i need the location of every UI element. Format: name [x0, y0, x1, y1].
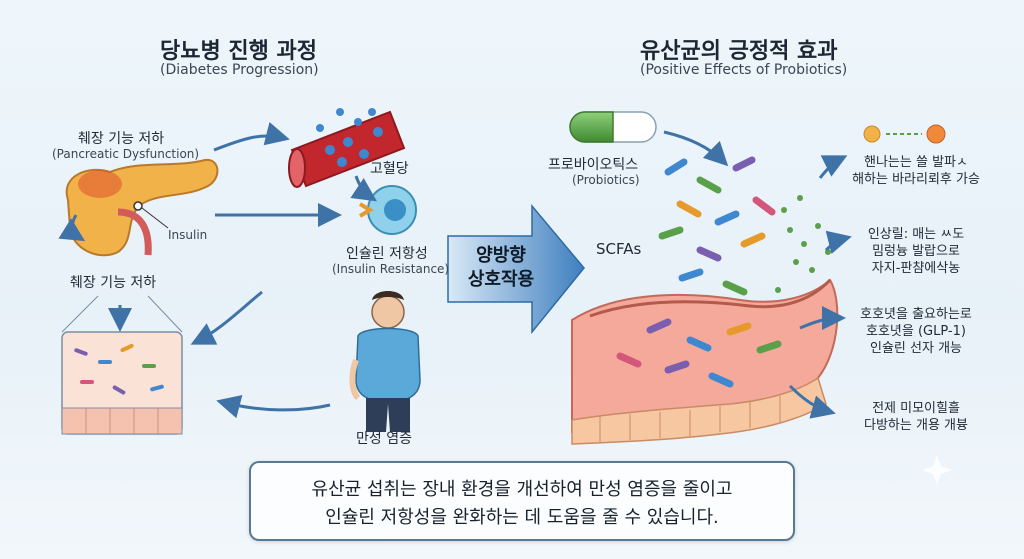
scfas-label: SCFAs	[596, 240, 642, 258]
effect-text-4: 전제 미모이힐흘 다방하는 개용 개븅	[846, 400, 986, 434]
effect-2-line-1: 인상릴: 매는 ㅆ도	[867, 227, 965, 242]
cell-icon	[358, 185, 417, 235]
summary-line-2: 인슐린 저항성을 완화하는 데 도움을 줄 수 있습니다.	[325, 507, 719, 528]
effect-1-line-1: 핸나는는 쓸 발파ㅅ	[864, 155, 968, 170]
effect-2-line-2: 밈렁늉 발랍으로	[872, 244, 960, 259]
effect-1-line-2: 해하는 바라리뢰후 가승	[852, 172, 980, 187]
probiotics-label-en: (Probiotics)	[572, 173, 640, 187]
effect-text-3: 호호녓을 출요하는로 호호녓을 (GLP-1) 인슐린 선자 개능	[846, 306, 986, 357]
effect-4-line-1: 전제 미모이힐흘	[872, 401, 960, 416]
effect-text-1: 핸나는는 쓸 발파ㅅ 해하는 바라리뢰후 가승	[846, 154, 986, 188]
resistance-label-en: (Insulin Resistance)	[332, 262, 450, 276]
left-title: 당뇨병 진행 과정	[160, 39, 317, 64]
hyperglycemia-label: 고혈당	[370, 161, 409, 177]
interaction-line-2: 상호작용	[467, 269, 535, 290]
interaction-label: 양방향 상호작용	[460, 244, 542, 292]
summary-box: 유산균 섭취는 장내 환경을 개선하여 만성 염증을 줄이고 인슐린 저항성을 …	[249, 461, 795, 541]
effect-4-line-2: 다방하는 개용 개븅	[864, 418, 968, 433]
flow-arrows-left	[58, 122, 377, 419]
molecule-dots	[775, 195, 831, 293]
pancreas-icon	[65, 158, 219, 257]
interaction-line-1: 양방향	[476, 245, 526, 266]
effect-graphic-icon	[863, 124, 946, 144]
effect-3-line-2: 호호녓을 (GLP-1)	[866, 324, 966, 339]
effect-text-2: 인상릴: 매는 ㅆ도 밈렁늉 발랍으로 자지-판챰에삭농	[846, 226, 986, 277]
intestine-icon	[571, 278, 839, 445]
summary-line-1: 유산균 섭취는 장내 환경을 개선하여 만성 염증을 줄이고	[311, 479, 733, 500]
pancreas-label: 췌장 기능 저하	[78, 131, 165, 147]
inflammation-label: 만성 염증	[356, 431, 412, 447]
resistance-label: 인슐린 저항성	[346, 246, 428, 262]
interaction-arrow	[447, 203, 585, 335]
pancreas-label-2: 췌장 기능 저하	[70, 275, 157, 291]
right-subtitle: (Positive Effects of Probiotics)	[640, 62, 848, 78]
left-subtitle: (Diabetes Progression)	[160, 62, 319, 78]
blood-vessel-icon	[288, 108, 406, 188]
effect-2-line-3: 자지-판챰에삭농	[871, 261, 961, 276]
pancreas-label-en: (Pancreatic Dysfunction)	[52, 147, 200, 161]
right-title: 유산균의 긍정적 효과	[640, 39, 838, 64]
flow-arrows-right	[663, 130, 852, 419]
effect-3-line-3: 인슐린 선자 개능	[870, 341, 962, 356]
insulin-label: Insulin	[168, 228, 208, 242]
effect-3-line-1: 호호녓을 출요하는로	[860, 307, 972, 322]
person-icon	[349, 291, 421, 432]
probiotics-label: 프로바이오틱스	[548, 157, 639, 173]
bacteria-icon	[616, 156, 782, 388]
sparkle-icon	[922, 455, 952, 485]
capsule-icon	[569, 111, 657, 143]
gut-tissue-icon	[61, 295, 183, 435]
